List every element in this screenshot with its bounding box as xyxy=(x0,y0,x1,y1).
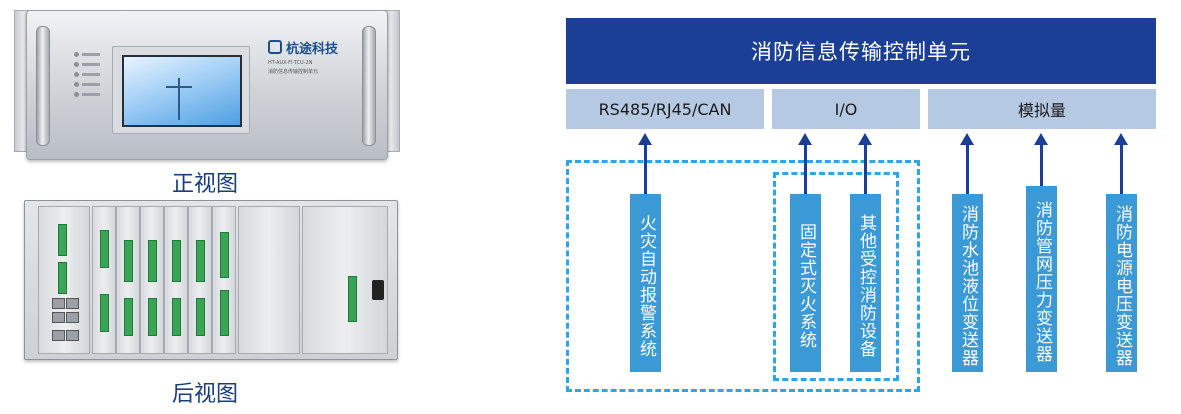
led-label-2 xyxy=(82,63,100,66)
arrow-head xyxy=(858,133,872,145)
interface-io: I/O xyxy=(772,89,920,129)
terminal xyxy=(196,240,205,282)
rj45-port xyxy=(66,330,79,341)
communication-group-box xyxy=(566,160,920,392)
power-tower-graphic-arm xyxy=(166,86,192,88)
rj45-port xyxy=(66,312,79,323)
back-view-caption: 后视图 xyxy=(172,382,239,407)
arrow-head xyxy=(1034,133,1048,145)
led-label-1 xyxy=(82,53,100,56)
device-water-tank-level-transmitter: 消防水池液位变送器 xyxy=(952,194,983,372)
terminal xyxy=(220,290,229,336)
interface-analog: 模拟量 xyxy=(928,89,1156,129)
product-line: 消防信息传输控制单元 xyxy=(268,69,319,75)
terminal xyxy=(196,298,205,336)
arrow-head xyxy=(960,133,974,145)
diagram-title: 消防信息传输控制单元 xyxy=(566,18,1156,84)
device-other-controlled-fire-equipment: 其他受控消防设备 xyxy=(850,194,881,372)
io-group-box xyxy=(773,172,899,381)
terminal xyxy=(124,298,133,336)
device-power-voltage-transmitter: 消防电源电压变送器 xyxy=(1106,194,1137,372)
terminal xyxy=(100,230,109,268)
led-2 xyxy=(74,62,79,67)
arrow-shaft xyxy=(804,144,807,196)
brand-logo-icon xyxy=(268,40,282,54)
terminal xyxy=(100,294,109,332)
terminal xyxy=(148,240,157,282)
terminal xyxy=(172,298,181,336)
back-card-power xyxy=(302,206,388,354)
back-card-blank xyxy=(238,206,300,354)
power-switch xyxy=(372,280,384,300)
terminal xyxy=(172,240,181,282)
front-handle-left xyxy=(36,26,50,146)
arrow-head xyxy=(1114,133,1128,145)
device-fire-alarm-system: 火灾自动报警系统 xyxy=(630,194,661,372)
power-tower-graphic xyxy=(178,78,180,120)
rj45-port xyxy=(52,298,65,309)
brand-name: 杭途科技 xyxy=(286,42,339,57)
terminal xyxy=(124,240,133,282)
arrow-shaft xyxy=(644,144,647,196)
arrow-shaft xyxy=(864,144,867,196)
arrow-shaft xyxy=(966,144,969,196)
led-3 xyxy=(74,72,79,77)
led-label-3 xyxy=(82,73,100,76)
rj45-port xyxy=(66,298,79,309)
arrow-head xyxy=(638,133,652,145)
rj45-port xyxy=(52,312,65,323)
model-line: HT-AUX-FI-TCU-2N xyxy=(268,60,313,66)
device-pipe-pressure-transmitter: 消防管网压力变送器 xyxy=(1026,186,1057,372)
arrow-shaft xyxy=(1120,144,1123,196)
back-card-6 xyxy=(212,206,236,354)
led-label-5 xyxy=(82,93,100,96)
led-label-4 xyxy=(82,83,100,86)
led-4 xyxy=(74,82,79,87)
led-5 xyxy=(74,92,79,97)
led-1 xyxy=(74,52,79,57)
arrow-shaft xyxy=(1040,144,1043,188)
front-handle-right xyxy=(362,26,376,146)
rj45-port xyxy=(52,330,65,341)
interface-rs485-rj45-can: RS485/RJ45/CAN xyxy=(566,89,764,129)
terminal xyxy=(58,224,67,256)
device-fixed-extinguishing-system: 固定式灭火系统 xyxy=(790,194,821,372)
arrow-head xyxy=(798,133,812,145)
terminal xyxy=(220,232,229,278)
terminal xyxy=(348,276,357,322)
touchscreen-display xyxy=(122,55,242,127)
terminal xyxy=(58,262,67,294)
terminal xyxy=(148,298,157,336)
front-view-caption: 正视图 xyxy=(172,172,239,197)
